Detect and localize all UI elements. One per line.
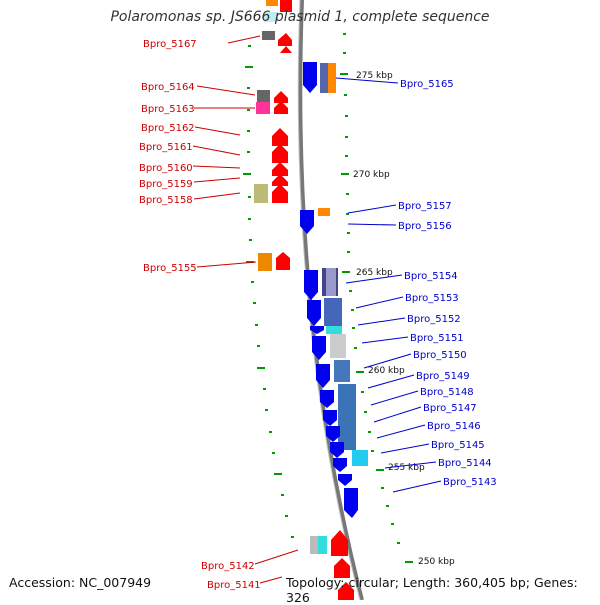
gene-block	[330, 334, 346, 358]
gene-block	[310, 536, 318, 554]
gene-block	[338, 384, 356, 450]
scale-label: 270 kbp	[353, 170, 390, 180]
gene-block	[262, 31, 275, 40]
gene-label-right[interactable]: Bpro_5145	[431, 440, 485, 451]
gene-arrow	[272, 144, 288, 163]
gene-block	[266, 0, 278, 6]
left-tick-ring	[243, 45, 294, 538]
gene-arrow	[303, 62, 317, 93]
gene-label-right[interactable]: Bpro_5149	[416, 371, 470, 382]
forward-strand-genes	[254, 0, 354, 600]
scale-label: 255 kbp	[388, 463, 425, 473]
gene-arrow	[330, 442, 344, 458]
gene-arrow	[344, 488, 358, 518]
gene-arrow	[278, 33, 292, 46]
gene-label-left[interactable]: Bpro_5141	[207, 580, 261, 591]
gene-label-right[interactable]: Bpro_5151	[410, 333, 464, 344]
gene-label-right[interactable]: Bpro_5150	[413, 350, 467, 361]
gene-arrow	[338, 474, 352, 486]
gene-arrow	[310, 326, 324, 334]
gene-label-right[interactable]: Bpro_5153	[405, 293, 459, 304]
gene-label-right[interactable]: Bpro_5147	[423, 403, 477, 414]
gene-arrow	[331, 530, 348, 556]
gene-arrow	[300, 210, 314, 234]
gene-label-right[interactable]: Bpro_5154	[404, 271, 458, 282]
gene-arrow	[280, 0, 292, 12]
gene-arrow	[320, 390, 334, 408]
gene-label-left[interactable]: Bpro_5159	[139, 179, 193, 190]
gene-block	[318, 208, 330, 216]
gene-arrow	[274, 91, 288, 103]
gene-arrow	[323, 410, 337, 426]
gene-label-right[interactable]: Bpro_5148	[420, 387, 474, 398]
gene-label-left[interactable]: Bpro_5155	[143, 263, 197, 274]
gene-arrow	[304, 270, 318, 300]
map-title: Polaromonas sp. JS666 plasmid 1, complet…	[110, 9, 490, 25]
gene-block	[264, 12, 278, 22]
gene-arrow	[274, 101, 288, 114]
gene-label-right[interactable]: Bpro_5152	[407, 314, 461, 325]
gene-arrow	[307, 300, 321, 326]
gene-block	[352, 450, 368, 466]
gene-arrow	[272, 174, 288, 186]
gene-label-left[interactable]: Bpro_5167	[143, 39, 197, 50]
gene-arrow	[316, 364, 330, 388]
topology-text: Topology: circular; Length: 360,405 bp; …	[286, 575, 578, 605]
scale-label: 250 kbp	[418, 557, 455, 567]
gene-arrow	[272, 184, 288, 203]
gene-label-right[interactable]: Bpro_5165	[400, 79, 454, 90]
scale-label: 260 kbp	[368, 366, 405, 376]
right-leader-lines	[335, 77, 442, 493]
gene-label-right[interactable]: Bpro_5156	[398, 221, 452, 232]
gene-label-left[interactable]: Bpro_5142	[201, 561, 255, 572]
gene-block	[328, 63, 336, 93]
gene-label-right[interactable]: Bpro_5157	[398, 201, 452, 212]
left-leader-lines	[192, 35, 299, 584]
gene-label-right[interactable]: Bpro_5143	[443, 477, 497, 488]
gene-block	[324, 298, 342, 326]
accession-text: Accession: NC_007949	[9, 575, 152, 590]
gene-block	[256, 102, 270, 114]
gene-arrow	[272, 128, 288, 146]
gene-arrow	[333, 458, 347, 472]
scale-label: 265 kbp	[356, 268, 393, 278]
gene-label-left[interactable]: Bpro_5158	[139, 195, 193, 206]
gene-arrow	[326, 426, 340, 442]
gene-block	[257, 90, 270, 102]
gene-label-left[interactable]: Bpro_5162	[141, 123, 195, 134]
gene-arrow	[280, 46, 292, 53]
gene-arrow	[338, 582, 354, 600]
gene-label-left[interactable]: Bpro_5161	[139, 142, 193, 153]
gene-block	[258, 253, 272, 271]
gene-block	[320, 63, 328, 93]
right-tick-ring	[340, 33, 413, 563]
gene-block	[334, 360, 350, 382]
reverse-strand-genes	[300, 62, 368, 518]
gene-arrow	[312, 336, 326, 360]
gene-label-right[interactable]: Bpro_5146	[427, 421, 481, 432]
gene-label-left[interactable]: Bpro_5163	[141, 104, 195, 115]
gene-arrow	[276, 252, 290, 270]
gene-arrow	[272, 162, 288, 176]
gene-block	[318, 536, 327, 554]
scale-label: 275 kbp	[356, 71, 393, 81]
gene-block	[254, 184, 268, 203]
gene-label-left[interactable]: Bpro_5160	[139, 163, 193, 174]
gene-block	[326, 326, 342, 334]
gene-label-left[interactable]: Bpro_5164	[141, 82, 195, 93]
gene-arrow	[334, 558, 350, 578]
gene-label-right[interactable]: Bpro_5144	[438, 458, 492, 469]
gene-block	[326, 268, 336, 296]
